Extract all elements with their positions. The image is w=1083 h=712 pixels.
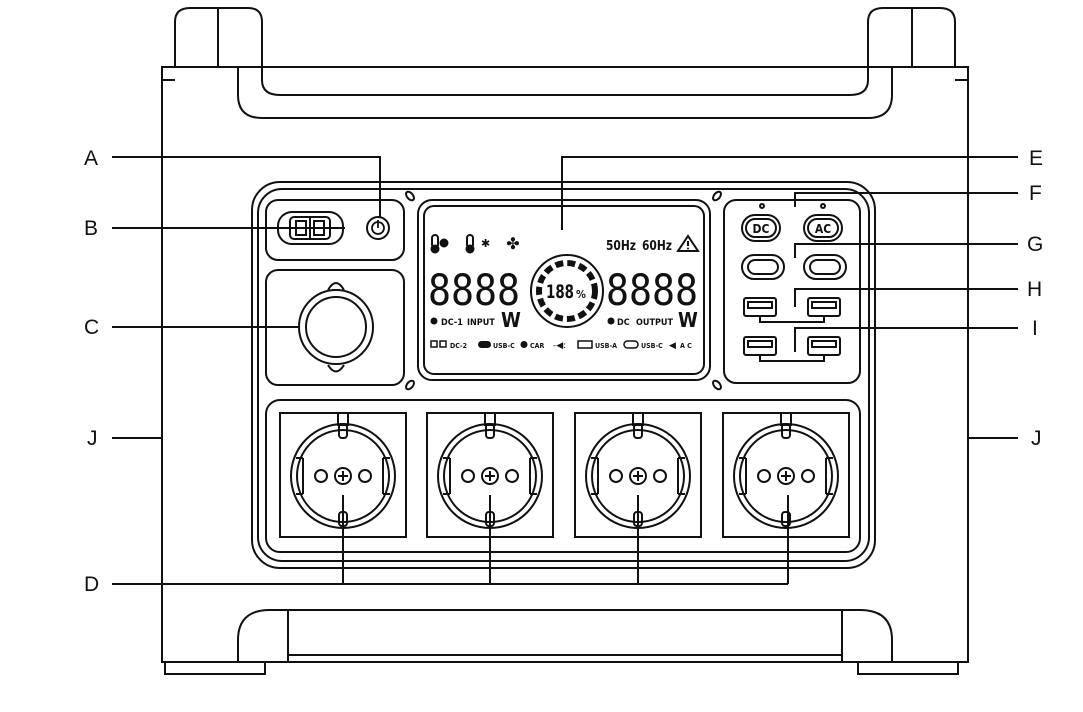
car-icon: [520, 341, 528, 348]
front-panel: [251, 181, 876, 569]
battery-percent-value: 188: [546, 281, 574, 303]
usb-c-ports[interactable]: [741, 254, 847, 280]
svg-text:✱: ✱: [481, 237, 490, 250]
lcd-legend-row: DC-2 USB-C CAR -◀: USB-A USB-C ◀ A C: [430, 340, 692, 351]
input-module: [265, 199, 405, 261]
ac-plug-icon: ◀: [669, 341, 676, 351]
plug-in-icon: -◀:: [553, 341, 566, 351]
input-label: INPUT: [467, 318, 495, 328]
output-source-dot: [607, 317, 615, 325]
legend-dc2: DC-2: [450, 342, 467, 350]
dc2-square-icon: [430, 340, 438, 348]
fan-icon: ✤: [506, 234, 519, 253]
lcd-display: [405, 190, 722, 391]
ac-button[interactable]: [803, 203, 843, 242]
legend-usbc-out: USB-C: [641, 342, 663, 350]
usbc-in-icon: [478, 341, 491, 348]
callout-d: D: [84, 573, 100, 596]
callout-h: H: [1027, 278, 1043, 301]
frequency-60hz: 60Hz: [642, 239, 672, 254]
input-source-dot: [430, 317, 438, 325]
callout-j-left: J: [87, 427, 98, 450]
callout-j-right: J: [1031, 427, 1042, 450]
car-port[interactable]: [298, 282, 374, 373]
legend-usbc-in: USB-C: [493, 342, 515, 350]
warning-icon: [676, 234, 700, 252]
output-watts-value: 8888: [606, 266, 698, 316]
callout-b: B: [84, 217, 99, 240]
temperature-hot-icon: [430, 234, 449, 254]
ac-outlet-strip: [265, 399, 861, 553]
output-source-label: DC: [617, 318, 630, 328]
legend-ac: A C: [680, 342, 692, 350]
usb-a-ports-lower[interactable]: [743, 336, 841, 362]
frequency-50hz: 50Hz: [606, 239, 636, 254]
leader-lines: [112, 156, 1018, 585]
callout-g: G: [1027, 233, 1044, 256]
temperature-cold-icon: ✱: [465, 234, 490, 254]
usb-a-ports-upper[interactable]: [743, 297, 841, 323]
percent-sign: %: [576, 288, 586, 301]
usba-icon: [577, 340, 593, 349]
device-body: [161, 66, 969, 663]
output-label: OUTPUT: [636, 318, 673, 328]
dc2-square-icon-2: [439, 340, 447, 348]
lcd-texts: 8888 8888 188 % 50Hz 60Hz ✱ ✤ DC-1 INPUT…: [428, 234, 700, 351]
input-watts-value: 8888: [428, 266, 520, 316]
power-button[interactable]: [366, 216, 390, 240]
input-unit: W: [501, 308, 521, 332]
callout-i: I: [1032, 317, 1038, 340]
top-handle: [174, 7, 956, 119]
output-unit: W: [678, 308, 698, 332]
bottom-handle: [164, 609, 959, 675]
input-source-label: DC-1: [441, 318, 463, 328]
usbc-out-icon: [623, 340, 639, 349]
dc-button-label: DC: [753, 222, 770, 236]
callout-a: A: [84, 147, 99, 170]
output-module: [723, 199, 861, 384]
ac-outlet-4[interactable]: [722, 412, 850, 538]
dc-button[interactable]: [741, 203, 781, 242]
callout-f: F: [1029, 182, 1042, 205]
legend-car: CAR: [530, 342, 544, 350]
callout-c: C: [84, 316, 100, 339]
callout-e: E: [1029, 147, 1044, 170]
ac-button-label: AC: [815, 222, 831, 236]
legend-usba: USB-A: [595, 342, 617, 350]
